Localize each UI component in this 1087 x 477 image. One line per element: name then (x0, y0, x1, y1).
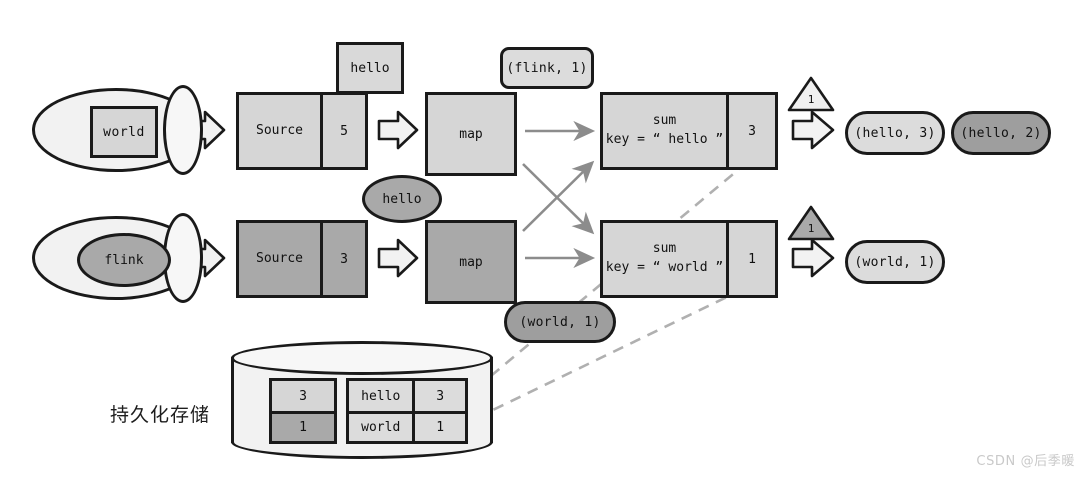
barrier-id-1: 1 (807, 93, 815, 106)
watermark: CSDN @后季暖 (976, 454, 1075, 469)
dashed-arrow-sum2-to-storage (465, 279, 761, 424)
source-tag-2: hello (362, 175, 442, 223)
block-arrow-sum2-to-output2 (791, 238, 835, 278)
table-cell-value: 1 (415, 414, 465, 441)
cylinder-cap (163, 85, 203, 175)
flow-arrow-map2-sum1 (522, 160, 595, 232)
sum-count-2: 1 (726, 223, 775, 295)
sum-operator-2: sum key = “ world ” 1 (600, 220, 778, 298)
sum-label-2: sum key = “ world ” (605, 241, 724, 275)
output-record-1: (hello, 3) (845, 111, 945, 155)
map-operator-2: map (425, 220, 517, 304)
source-operator-1: Source 5 (236, 92, 368, 170)
source-tag-1: hello (336, 42, 404, 94)
checkpoint-barrier-triangle-icon-2 (787, 205, 835, 241)
barrier-label-wrap-2: 1 (789, 207, 833, 239)
emitted-record-2: (world, 1) (504, 301, 616, 343)
barrier-label-wrap-1: 1 (789, 78, 833, 110)
emitted-record-1: (flink, 1) (500, 47, 594, 89)
db-top (231, 341, 493, 375)
table-row: world 1 (349, 411, 465, 441)
sum-label-1: sum key = “ hello ” (605, 113, 724, 147)
table-row: hello 3 (349, 381, 465, 411)
checkpoint-barrier-triangle-icon-1 (787, 76, 835, 112)
source-count-1: 5 (320, 95, 365, 167)
stream-record-1: world (90, 106, 158, 158)
block-arrow-source2-to-map2 (377, 238, 419, 278)
sum-count-1: 3 (726, 95, 775, 167)
table-cell-value: 3 (415, 381, 465, 411)
table-cell-key: hello (349, 381, 416, 411)
storage-table: hello 3 world 1 (346, 378, 468, 444)
map-operator-1: map (425, 92, 517, 176)
source-count-2: 3 (320, 223, 365, 295)
sum-operator-1: sum key = “ hello ” 3 (600, 92, 778, 170)
barrier-id-2: 1 (807, 222, 815, 235)
stream-record-2: flink (77, 233, 171, 287)
block-arrow-sum1-to-output1 (791, 110, 835, 150)
source-label-1: Source (256, 122, 303, 138)
block-arrow-source1-to-map1 (377, 110, 419, 150)
table-cell-key: world (349, 414, 416, 441)
stream-cylinder-2: flink (32, 213, 203, 303)
state-cells: 3 1 (269, 378, 337, 444)
state-cell-0: 3 (272, 381, 334, 411)
stream-cylinder-1: world (32, 85, 203, 175)
source-label-2: Source (256, 250, 303, 266)
previous-output-record-1: (hello, 2) (951, 111, 1051, 155)
output-record-2: (world, 1) (845, 240, 945, 284)
storage-label: 持久化存储 (110, 404, 211, 426)
state-cell-1: 1 (272, 411, 334, 441)
source-operator-2: Source 3 (236, 220, 368, 298)
